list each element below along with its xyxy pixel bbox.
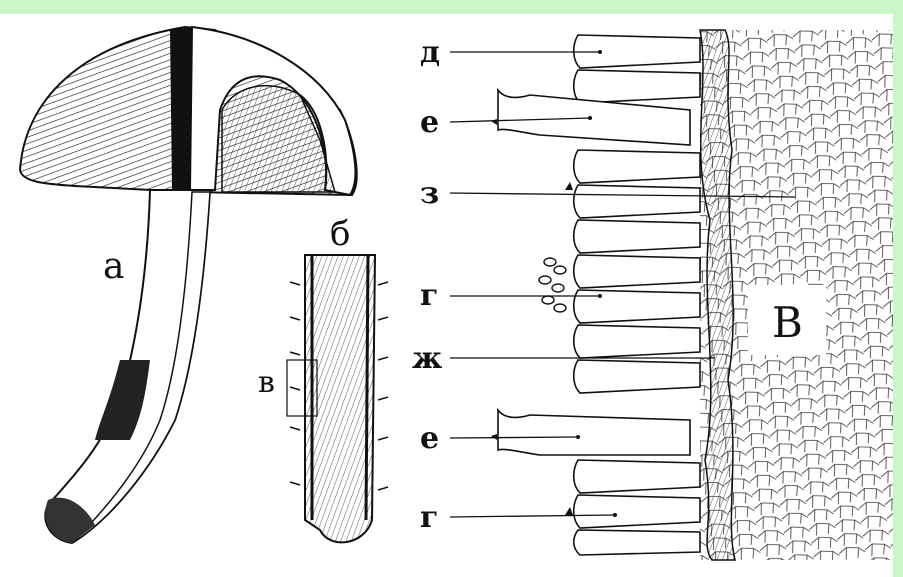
gill-section	[287, 255, 388, 542]
label-g-bottom: г	[420, 500, 438, 535]
label-v-small: в	[258, 365, 275, 400]
label-g-top: г	[420, 278, 438, 313]
spore-cluster	[539, 258, 566, 312]
label-e-top: е	[420, 105, 439, 140]
label-v-big: В	[772, 298, 803, 347]
label-d: д	[420, 35, 440, 70]
label-zh: ж	[412, 341, 442, 376]
hymenium-detail	[491, 30, 893, 560]
label-e-bottom: е	[420, 421, 439, 456]
label-a: а	[103, 246, 124, 287]
label-z: з	[420, 176, 439, 211]
label-b: б	[330, 214, 350, 254]
